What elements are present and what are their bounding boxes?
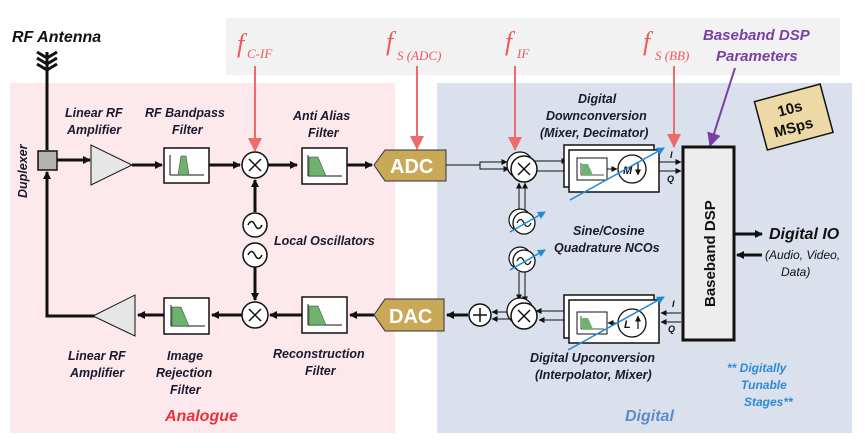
local-oscillator-1-icon bbox=[242, 212, 268, 238]
image-rejection-label-3: Filter bbox=[170, 383, 202, 397]
image-rejection-label-2: Rejection bbox=[156, 366, 213, 380]
anti-alias-label-1: Anti Alias bbox=[292, 109, 350, 123]
reconstruction-filter bbox=[301, 296, 348, 334]
duc-i-label: I bbox=[672, 299, 675, 309]
rf-bandpass-filter bbox=[163, 147, 210, 184]
dac-block: DAC bbox=[373, 298, 445, 332]
baseband-params-line1: Baseband DSP bbox=[703, 27, 811, 44]
tx-mixer-icon bbox=[241, 301, 269, 329]
ddc-label-2: Downconversion bbox=[546, 109, 647, 123]
pa-amplifier bbox=[91, 294, 136, 337]
duc-label-2: (Interpolator, Mixer) bbox=[535, 368, 652, 382]
svg-text:C-IF: C-IF bbox=[247, 46, 273, 61]
digital-label: Digital bbox=[625, 408, 674, 425]
rx-mixer-icon bbox=[241, 151, 269, 179]
baseband-dsp-label: Baseband DSP bbox=[702, 200, 719, 307]
ddc-mixer-icon bbox=[506, 151, 538, 183]
local-oscillator-2-icon bbox=[242, 242, 268, 268]
digital-io-line1: (Audio, Video, bbox=[765, 248, 840, 262]
digital-io-line2: Data) bbox=[781, 265, 810, 279]
baseband-params-arrow bbox=[707, 67, 736, 147]
svg-text:f: f bbox=[643, 27, 654, 56]
local-oscillators-label: Local Oscillators bbox=[274, 234, 375, 248]
adc-label: ADC bbox=[390, 156, 433, 178]
svg-text:f: f bbox=[237, 29, 248, 58]
lna-label-2: Amplifier bbox=[66, 123, 122, 137]
duc-tuning-arrow bbox=[567, 296, 665, 351]
duc-label-1: Digital Upconversion bbox=[530, 351, 655, 365]
duplexer-block bbox=[37, 150, 58, 171]
nco-label-2: Quadrature NCOs bbox=[554, 241, 660, 255]
duc-mixer-icon bbox=[506, 297, 538, 330]
decimator-symbol: M bbox=[623, 165, 633, 177]
svg-text:f: f bbox=[386, 27, 397, 56]
digital-io-title: Digital IO bbox=[769, 226, 840, 243]
anti-alias-filter bbox=[301, 147, 348, 185]
image-rejection-filter bbox=[163, 297, 210, 335]
svg-text:IF: IF bbox=[516, 46, 530, 61]
ddc-tuning-arrow bbox=[569, 147, 665, 201]
summer-icon bbox=[468, 303, 492, 327]
image-rejection-label-1: Image bbox=[167, 349, 203, 363]
lna-amplifier bbox=[90, 144, 134, 186]
ddc-i-label: I bbox=[670, 150, 673, 160]
rf-antenna-label: RF Antenna bbox=[12, 29, 101, 46]
reconstruction-label-1: Reconstruction bbox=[273, 347, 365, 361]
svg-text:S (ADC): S (ADC) bbox=[397, 48, 441, 63]
ddc-label-3: (Mixer, Decimator) bbox=[540, 126, 648, 140]
svg-text:f: f bbox=[505, 27, 516, 56]
interpolator-symbol: L bbox=[624, 319, 631, 331]
baseband-params-line2: Parameters bbox=[716, 48, 798, 65]
note-line3: Stages** bbox=[744, 395, 794, 409]
rate-badge: 10s MSps bbox=[753, 83, 834, 151]
duc-block: L bbox=[563, 294, 660, 344]
rf-bandpass-label-2: Filter bbox=[172, 123, 204, 137]
nco-2-icon bbox=[508, 246, 536, 273]
f-c-if-label: f C-IF bbox=[237, 29, 273, 61]
lna-label-1: Linear RF bbox=[65, 106, 123, 120]
anti-alias-label-2: Filter bbox=[308, 126, 340, 140]
ddc-q-label: Q bbox=[667, 174, 674, 184]
f-if-label: f IF bbox=[505, 27, 530, 61]
ddc-block: M bbox=[563, 144, 660, 193]
nco-2-tuning-arrow bbox=[509, 249, 546, 271]
pa-label-1: Linear RF bbox=[68, 349, 126, 363]
rf-bandpass-label-1: RF Bandpass bbox=[145, 106, 225, 120]
pa-label-2: Amplifier bbox=[69, 366, 125, 380]
parameters-band bbox=[226, 18, 840, 75]
note-line1: ** Digitally bbox=[727, 361, 788, 375]
duplexer-label: Duplexer bbox=[16, 143, 30, 198]
dac-label: DAC bbox=[389, 306, 432, 328]
analogue-label: Analogue bbox=[164, 408, 238, 425]
tx-return-wire bbox=[43, 171, 95, 318]
nco-1-tuning-arrow bbox=[509, 211, 546, 233]
adc-block: ADC bbox=[373, 149, 447, 182]
f-s-bb-label: f S (BB) bbox=[643, 27, 689, 63]
antenna-icon bbox=[36, 50, 58, 150]
svg-text:S (BB): S (BB) bbox=[655, 48, 689, 63]
nco-label-1: Sine/Cosine bbox=[573, 224, 645, 238]
duc-q-label: Q bbox=[668, 324, 675, 334]
rate-badge-line1: 10s bbox=[776, 98, 805, 121]
ddc-label-1: Digital bbox=[578, 92, 617, 106]
analogue-region bbox=[10, 83, 395, 433]
reconstruction-label-2: Filter bbox=[305, 364, 337, 378]
note-line2: Tunable bbox=[741, 378, 787, 392]
baseband-dsp-block: Baseband DSP bbox=[681, 145, 736, 342]
f-s-adc-label: f S (ADC) bbox=[386, 27, 441, 63]
